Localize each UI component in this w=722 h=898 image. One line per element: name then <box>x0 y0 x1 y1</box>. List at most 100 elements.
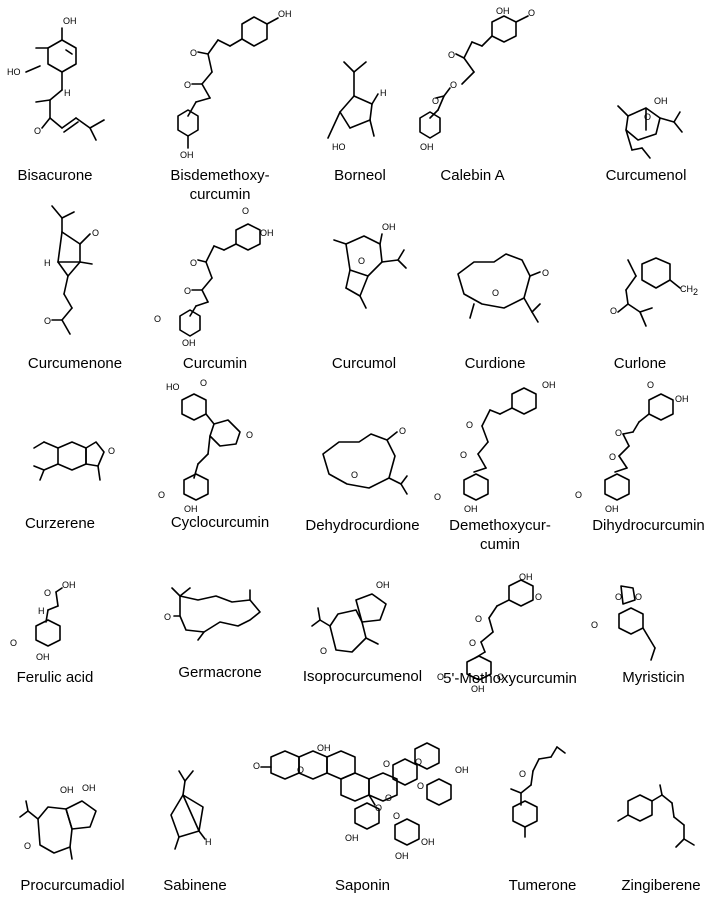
compound-name: Cyclocurcumin <box>170 514 270 531</box>
atom-ch2: CH <box>680 284 693 294</box>
compound-dehydrocurdione: O O Dehydrocurdione <box>295 380 430 570</box>
structure-myristicin: O O O <box>591 585 656 661</box>
compound-isoprocurcumenol: OH O Isoprocurcumenol <box>290 580 435 710</box>
structure-curcumol: OH O <box>333 222 407 309</box>
atom-oh: OH <box>395 851 409 861</box>
atom-o: O <box>351 470 358 480</box>
atom-o: O <box>190 48 197 58</box>
compound-sabinene: H Sabinene <box>145 745 245 898</box>
atom-oh: OH <box>675 394 689 404</box>
atom-o: O <box>44 588 51 598</box>
compound-name: Curdione <box>464 355 526 372</box>
atom-oh: OH <box>60 785 74 795</box>
structure-sabinene: H <box>170 770 212 850</box>
atom-ch2-sub: 2 <box>693 287 698 297</box>
atom-o: O <box>492 288 499 298</box>
atom-oh: OH <box>455 765 469 775</box>
structure-bisdemethoxycurcumin: OH O O OH <box>177 9 292 160</box>
compound-myristicin: O O O Myristicin <box>585 580 722 710</box>
compound-name: Dehydrocurdione <box>305 517 420 534</box>
structure-saponin: O OH O O O O O OH O O OH OH OH <box>253 742 469 861</box>
compound-name: Zingiberene <box>621 877 701 894</box>
atom-oh: OH <box>654 96 668 106</box>
compound-borneol: H HO Borneol <box>300 0 420 200</box>
atom-oh: OH <box>471 684 485 694</box>
atom-oh: OH <box>376 580 390 590</box>
atom-o: O <box>415 757 422 767</box>
compound-curcumin: O OH O O O OH Curcumin <box>150 200 300 380</box>
compound-methoxycurcumin: OH O O O O O OH 5'-Methoxycurcumin <box>435 572 585 710</box>
atom-oh: OH <box>62 580 76 590</box>
atom-o: O <box>497 672 504 682</box>
atom-o: O <box>34 126 41 136</box>
compound-name: Dihydrocurcumin <box>592 517 705 534</box>
compound-name: Borneol <box>334 167 386 184</box>
atom-o: O <box>432 96 439 106</box>
compound-name: Demethoxycur- <box>449 517 551 534</box>
structure-curzerene: O <box>33 441 115 481</box>
compound-saponin: O OH O O O O O OH O O OH OH OH Saponin <box>245 742 485 898</box>
compound-name: Tumerone <box>508 877 577 894</box>
atom-o: O <box>164 612 171 622</box>
atom-oh: OH <box>421 837 435 847</box>
atom-o: O <box>542 268 549 278</box>
atom-o: O <box>434 492 441 502</box>
atom-o: O <box>475 614 482 624</box>
compound-curcumenone: O H O Curcumenone <box>0 200 150 380</box>
compound-name: Procurcumadiol <box>20 877 125 894</box>
compound-cyclocurcumin: O HO O O OH Cyclocurcumin <box>150 378 295 570</box>
atom-o: O <box>450 80 457 90</box>
structure-calebin-a: OH O O O O OH <box>419 6 535 152</box>
compound-curlone: O CH 2 Curlone <box>570 200 722 380</box>
compound-name: Saponin <box>334 877 391 894</box>
atom-o: O <box>358 256 365 266</box>
atom-o: O <box>466 420 473 430</box>
atom-o: O <box>92 228 99 238</box>
atom-o: O <box>253 761 260 771</box>
atom-o: O <box>609 452 616 462</box>
compound-name: Bisacurone <box>17 167 93 184</box>
atom-o: O <box>591 620 598 630</box>
atom-oh: OH <box>317 743 331 753</box>
structure-zingiberene <box>617 784 695 848</box>
atom-o: O <box>154 314 161 324</box>
structure-curcumenone: O H O <box>44 205 99 335</box>
atom-oh: OH <box>184 504 198 514</box>
atom-oh: OH <box>278 9 292 19</box>
atom-o: O <box>393 811 400 821</box>
atom-ho: HO <box>7 67 21 77</box>
compound-ferulic-acid: OH O H O OH Ferulic acid <box>0 580 150 710</box>
compound-name: Ferulic acid <box>16 669 94 686</box>
atom-o: O <box>519 769 526 779</box>
atom-o: O <box>610 306 617 316</box>
atom-ho: HO <box>332 142 346 152</box>
compound-dihydrocurcumin: O OH O O O OH Dihydrocurcumin <box>575 380 722 570</box>
compound-name: Bisdemethoxy- <box>170 167 270 184</box>
compound-calebin-a: OH O O O O OH Calebin A <box>419 0 565 200</box>
structure-curlone: O CH 2 <box>610 257 698 327</box>
structure-ferulic-acid: OH O H O OH <box>10 580 76 662</box>
atom-o: O <box>460 450 467 460</box>
structure-dehydrocurdione: O O <box>322 426 408 495</box>
atom-o: O <box>200 378 207 388</box>
atom-h: H <box>64 88 71 98</box>
structure-cyclocurcumin: O HO O O OH <box>158 378 253 514</box>
atom-oh: OH <box>420 142 434 152</box>
compound-zingiberene: Zingiberene <box>600 745 722 898</box>
atom-o: O <box>320 646 327 656</box>
atom-o: O <box>246 430 253 440</box>
atom-ho: HO <box>166 382 180 392</box>
atom-oh: OH <box>464 504 478 514</box>
atom-h: H <box>380 88 387 98</box>
structure-germacrone: O <box>164 587 261 641</box>
compound-name: Curcumol <box>331 355 397 372</box>
atom-o: O <box>190 258 197 268</box>
atom-o: O <box>528 8 535 18</box>
compound-name: Curcumenone <box>27 355 123 372</box>
atom-oh: OH <box>82 783 96 793</box>
atom-o: O <box>417 781 424 791</box>
atom-o: O <box>297 765 304 775</box>
atom-o: O <box>10 638 17 648</box>
compound-bisacurone: OH HO H O Bisacurone <box>0 0 144 200</box>
structure-dihydrocurcumin: O OH O O O OH <box>575 380 689 514</box>
